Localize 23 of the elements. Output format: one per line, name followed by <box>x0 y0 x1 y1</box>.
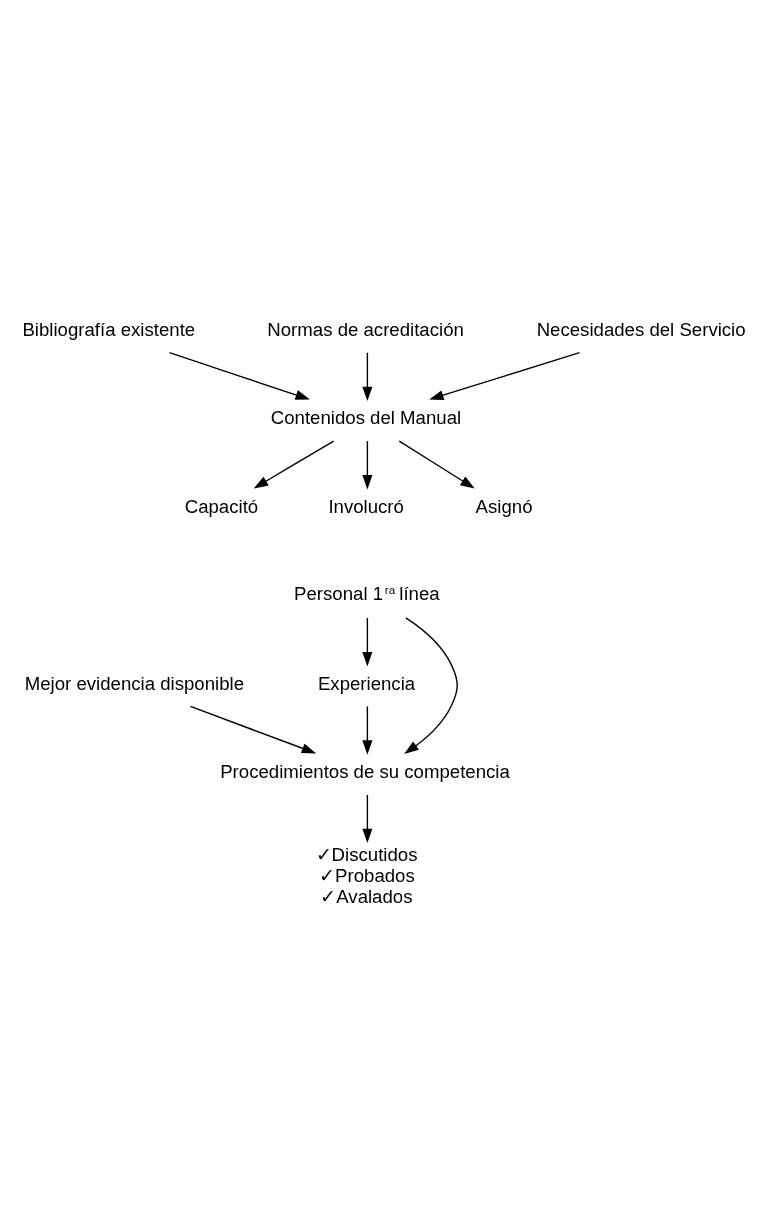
node-text: Necesidades del Servicio <box>536 318 746 340</box>
node-text: Personal 1$^{ra}$ línea <box>294 582 440 604</box>
node-text: Mejor evidencia disponible <box>24 672 245 694</box>
arrow <box>404 616 458 754</box>
node-text: Procedimientos de su competencia <box>220 760 510 782</box>
node-text: Bibliografía existente <box>22 318 196 340</box>
arrow <box>398 439 475 489</box>
node-text: Normas de acreditación <box>267 318 464 340</box>
arrow <box>429 351 581 400</box>
node-text: Involucró <box>328 495 404 517</box>
node-text: Experiencia <box>317 672 416 694</box>
arrow <box>362 705 373 755</box>
node-text: Contenidos del Manual <box>270 406 462 428</box>
node-text: Asignó <box>475 495 533 517</box>
arrow <box>362 351 373 401</box>
arrow <box>362 616 373 666</box>
arrow <box>168 351 310 400</box>
arrow <box>189 705 317 753</box>
node-text: Capacitó <box>184 495 259 517</box>
node-text: ✓Discutidos ✓Probados ✓Avalados <box>315 843 418 907</box>
arrow <box>362 439 373 490</box>
arrow <box>253 439 335 488</box>
arrow <box>362 793 373 843</box>
